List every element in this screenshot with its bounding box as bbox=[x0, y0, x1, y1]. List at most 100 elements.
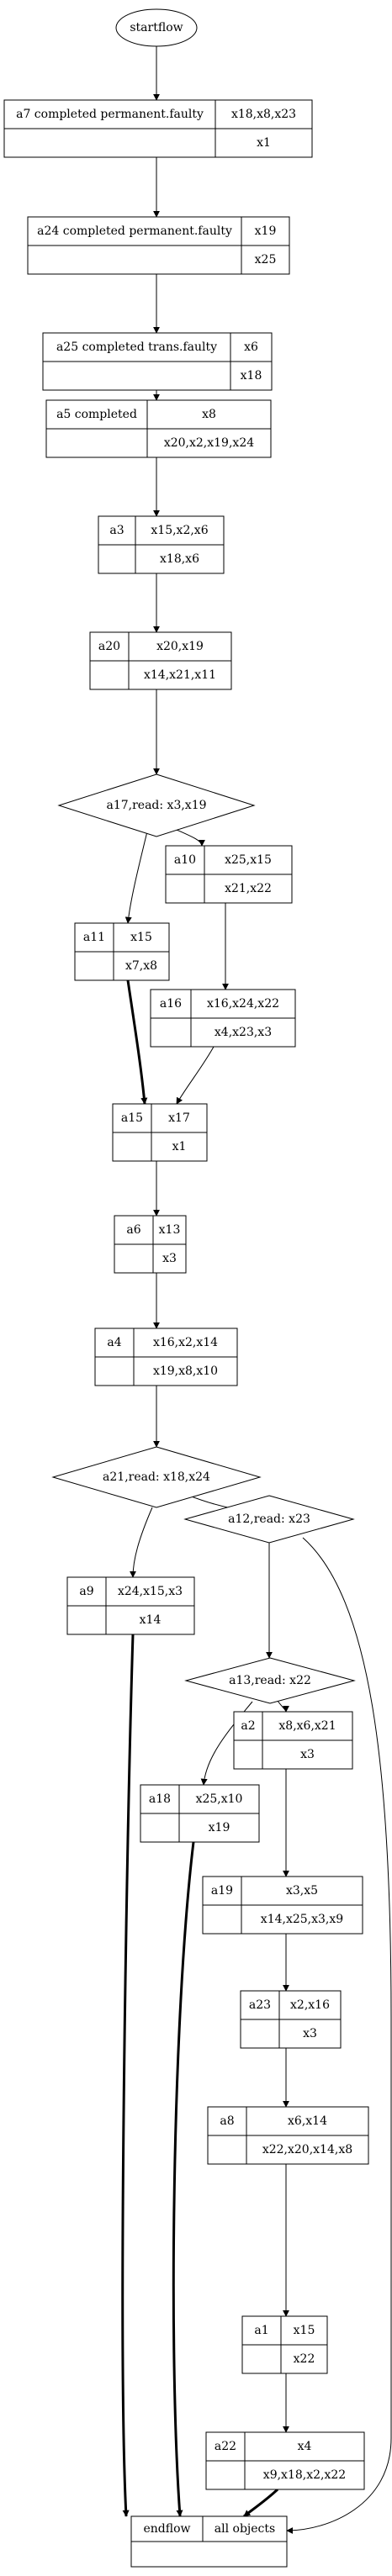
read-objects: x22,x20,x14,x8 bbox=[262, 2143, 352, 2156]
decision-diamond bbox=[183, 1495, 355, 1544]
activity-title: a16 bbox=[160, 997, 182, 1011]
activity-title: a25 completed trans.faulty bbox=[56, 340, 217, 354]
decision-node-a17: a17,read: x3,x19 bbox=[57, 773, 256, 837]
read-objects: x18 bbox=[241, 369, 262, 383]
decision-label: a17,read: x3,x19 bbox=[106, 799, 206, 812]
written-objects: x15 bbox=[294, 2324, 315, 2337]
written-objects: x16,x2,x14 bbox=[153, 1336, 218, 1349]
read-objects: x22 bbox=[294, 2352, 315, 2366]
read-objects: x14 bbox=[140, 1613, 162, 1627]
written-objects: x2,x16 bbox=[290, 1998, 330, 2012]
read-objects: x14,x25,x3,x9 bbox=[261, 1913, 343, 1926]
activity-title: a11 bbox=[83, 931, 105, 944]
activity-title: a20 bbox=[98, 640, 120, 653]
end-objects: all objects bbox=[215, 2522, 275, 2536]
written-objects: x6,x14 bbox=[288, 2114, 327, 2128]
written-objects: x25,x15 bbox=[225, 853, 272, 867]
read-objects: x19 bbox=[209, 1821, 230, 1834]
decision-node-a13: a13,read: x22 bbox=[184, 1657, 356, 1704]
edge-a18-to-end bbox=[172, 1841, 195, 2517]
activity-title: a19 bbox=[211, 1884, 233, 1898]
activity-node-a4: a4 x16,x2,x14 x19,x8,x10 bbox=[94, 1328, 238, 1386]
written-objects: x13 bbox=[159, 1223, 181, 1237]
end-label: endflow bbox=[143, 2522, 190, 2536]
activity-node-a23: a23 x2,x16 x3 bbox=[240, 1990, 342, 2049]
read-objects: x21,x22 bbox=[225, 882, 272, 895]
activity-title: a22 bbox=[215, 2440, 236, 2453]
edge-a13-to-a18 bbox=[200, 1701, 253, 1786]
activity-title: a7 completed permanent.faulty bbox=[16, 108, 204, 121]
activity-node-a18: a18 x25,x10 x19 bbox=[140, 1784, 260, 1843]
written-objects: x15,x2,x6 bbox=[151, 524, 208, 537]
decision-node-a21: a21,read: x18,x24 bbox=[51, 1446, 262, 1508]
activity-node-a3: a3 x15,x2,x6 x18,x6 bbox=[98, 515, 225, 574]
read-objects: x1 bbox=[172, 1140, 187, 1153]
decision-label: a12,read: x23 bbox=[228, 1512, 310, 1526]
activity-title: a2 bbox=[241, 1719, 255, 1733]
activity-node-a10: a10 x25,x15 x21,x22 bbox=[165, 845, 293, 904]
written-objects: x6 bbox=[244, 340, 258, 354]
edge-a17-to-a11 bbox=[124, 831, 148, 924]
written-objects: x25,x10 bbox=[196, 1792, 243, 1806]
activity-node-a15: a15 x17 x1 bbox=[112, 1103, 208, 1162]
activity-title: a10 bbox=[174, 853, 196, 867]
written-objects: x3,x5 bbox=[286, 1884, 318, 1898]
start-ellipse bbox=[115, 8, 198, 47]
activity-title: a1 bbox=[254, 2324, 268, 2337]
written-objects: x15 bbox=[130, 931, 152, 944]
edge-a11-to-a15 bbox=[126, 979, 148, 1105]
read-objects: x20,x2,x19,x24 bbox=[164, 436, 254, 450]
activity-title: a18 bbox=[149, 1792, 171, 1806]
activity-title: a15 bbox=[121, 1111, 143, 1125]
activity-title: a9 bbox=[79, 1585, 93, 1598]
read-objects: x1 bbox=[257, 136, 271, 150]
activity-node-a19: a19 x3,x5 x14,x25,x3,x9 bbox=[202, 1876, 363, 1935]
read-objects: x3 bbox=[162, 1252, 177, 1265]
activity-node-a25: a25 completed trans.faulty x6 x18 bbox=[42, 332, 273, 391]
decision-diamond bbox=[57, 773, 256, 837]
read-objects: x4,x23,x3 bbox=[215, 1026, 272, 1039]
start-node: startflow bbox=[115, 8, 198, 47]
read-objects: x14,x21,x11 bbox=[144, 668, 216, 682]
read-objects: x7,x8 bbox=[125, 959, 157, 973]
decision-diamond bbox=[51, 1446, 262, 1508]
read-objects: x25 bbox=[255, 253, 277, 267]
activity-node-a1: a1 x15 x22 bbox=[241, 2315, 328, 2374]
decision-label: a13,read: x22 bbox=[229, 1674, 311, 1687]
activity-node-a24: a24 completed permanent.faulty x19 x25 bbox=[27, 216, 290, 275]
written-objects: x8,x6,x21 bbox=[278, 1719, 336, 1733]
start-label: startflow bbox=[130, 21, 183, 34]
read-objects: x3 bbox=[303, 2027, 317, 2040]
activity-title: a4 bbox=[107, 1336, 121, 1349]
read-objects: x9,x18,x2,x22 bbox=[263, 2468, 346, 2482]
written-objects: x19 bbox=[255, 224, 277, 238]
activity-node-a16: a16 x16,x24,x22 x4,x23,x3 bbox=[150, 989, 296, 1048]
edge-a22-to-end bbox=[243, 2488, 279, 2518]
written-objects: x17 bbox=[168, 1111, 190, 1125]
activity-title: a3 bbox=[109, 524, 124, 537]
edge-a13-to-a2 bbox=[277, 1700, 289, 1713]
activity-title: a24 completed permanent.faulty bbox=[37, 224, 232, 238]
activity-title: a23 bbox=[249, 1998, 271, 2012]
end-node: endflow all objects bbox=[130, 2515, 288, 2568]
read-objects: x19,x8,x10 bbox=[153, 1365, 218, 1378]
edges-layer bbox=[121, 46, 392, 2534]
read-objects: x3 bbox=[300, 1748, 315, 1761]
written-objects: x16,x24,x22 bbox=[207, 997, 279, 1011]
edge-a16-to-a15 bbox=[176, 1046, 215, 1105]
written-objects: x8 bbox=[202, 408, 216, 421]
activity-node-a7: a7 completed permanent.faulty x18,x8,x23 x… bbox=[3, 99, 313, 158]
decision-diamond bbox=[184, 1657, 356, 1704]
activity-node-a8: a8 x6,x14 x22,x20,x14,x8 bbox=[207, 2106, 369, 2165]
nodes-layer: startflow a7 completed permanent.faulty x1… bbox=[3, 8, 369, 2568]
read-objects: x18,x6 bbox=[160, 552, 199, 566]
edge-a21-to-a9 bbox=[130, 1507, 153, 1578]
activity-title: a8 bbox=[220, 2114, 234, 2128]
edge-a12-to-end bbox=[286, 1537, 392, 2534]
written-objects: x18,x8,x23 bbox=[231, 108, 296, 121]
